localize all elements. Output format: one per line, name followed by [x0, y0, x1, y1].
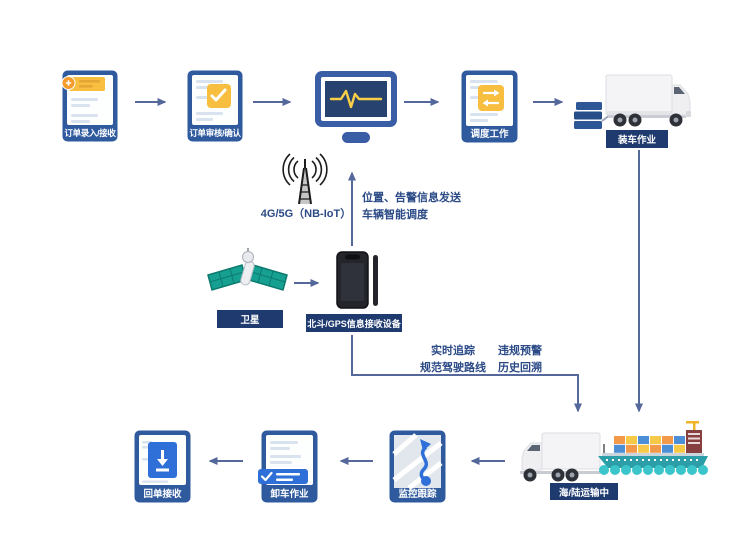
order-entry-label: 订单录入/接收 — [64, 128, 116, 138]
node-monitoring: 监控跟踪 — [389, 430, 446, 503]
antenna-label: 4G/5G（NB-IoT） — [260, 208, 352, 220]
node-satellite — [205, 248, 295, 305]
pulse-wave-icon — [329, 89, 383, 109]
checkmark-icon — [210, 88, 227, 102]
order-entry-document-icon — [61, 70, 118, 142]
tracking-note-col2: 违规预警 历史回溯 — [482, 343, 558, 377]
receipt-label: 回单接收 — [143, 489, 182, 500]
tracking-note-col2-line2: 历史回溯 — [498, 362, 542, 374]
gps-device-label-badge: 北斗/GPS信息接收设备 — [306, 314, 402, 332]
order-review-document-icon — [187, 70, 243, 142]
unloading-label: 卸车作业 — [270, 489, 309, 500]
node-gps-device — [336, 246, 380, 310]
loading-truck-icon — [574, 74, 691, 129]
node-order-entry: 订单录入/接收 — [61, 70, 118, 142]
uplink-note: 位置、告警信息发送 车辆智能调度 — [362, 190, 461, 224]
transit-label-badge: 海/陆运输中 — [550, 483, 618, 500]
containers-icon — [614, 436, 685, 453]
dispatch-document-icon — [461, 70, 518, 143]
unloading-document-icon — [258, 430, 318, 503]
node-receipt: 回单接收 — [134, 430, 191, 503]
transfer-arrows-icon — [482, 89, 500, 107]
dispatch-label: 调度工作 — [470, 129, 509, 140]
gps-device-icon — [336, 251, 378, 309]
node-dispatch: 调度工作 — [461, 70, 518, 143]
monitoring-label: 监控跟踪 — [398, 489, 437, 500]
tracking-note-col1-line1: 实时追踪 — [431, 345, 475, 357]
cargo-boxes-icon — [574, 102, 602, 129]
order-review-label: 订单审核/确认 — [189, 128, 241, 138]
node-unloading: 卸车作业 — [258, 430, 318, 503]
map-route-icon — [389, 430, 446, 503]
tracking-note-col1-line2: 规范驾驶路线 — [420, 362, 486, 374]
receipt-document-icon — [134, 430, 191, 503]
node-antenna — [276, 152, 334, 210]
download-icon — [148, 442, 177, 478]
node-order-review: 订单审核/确认 — [187, 70, 243, 142]
uplink-note-line1: 位置、告警信息发送 — [362, 192, 461, 204]
checklist-banner-icon — [258, 469, 308, 484]
tracking-note-col1: 实时追踪 规范驾驶路线 — [403, 343, 503, 377]
monitor-icon — [315, 71, 397, 143]
satellite-icon — [207, 248, 288, 291]
node-cargo-ship — [596, 416, 714, 480]
cargo-ship-icon — [598, 421, 708, 475]
path-device-to-transit-truck — [351, 335, 582, 413]
node-loading-truck — [572, 63, 698, 129]
antenna-icon — [282, 153, 328, 205]
transit-truck-icon — [520, 432, 601, 482]
waves-icon — [599, 465, 708, 475]
tracking-note-col2-line1: 违规预警 — [498, 345, 542, 357]
node-transit-truck — [512, 427, 604, 483]
node-dispatch-platform — [314, 70, 398, 143]
uplink-note-line2: 车辆智能调度 — [362, 209, 428, 221]
loading-label-badge: 装车作业 — [606, 130, 668, 148]
satellite-label-badge: 卫星 — [217, 310, 283, 328]
